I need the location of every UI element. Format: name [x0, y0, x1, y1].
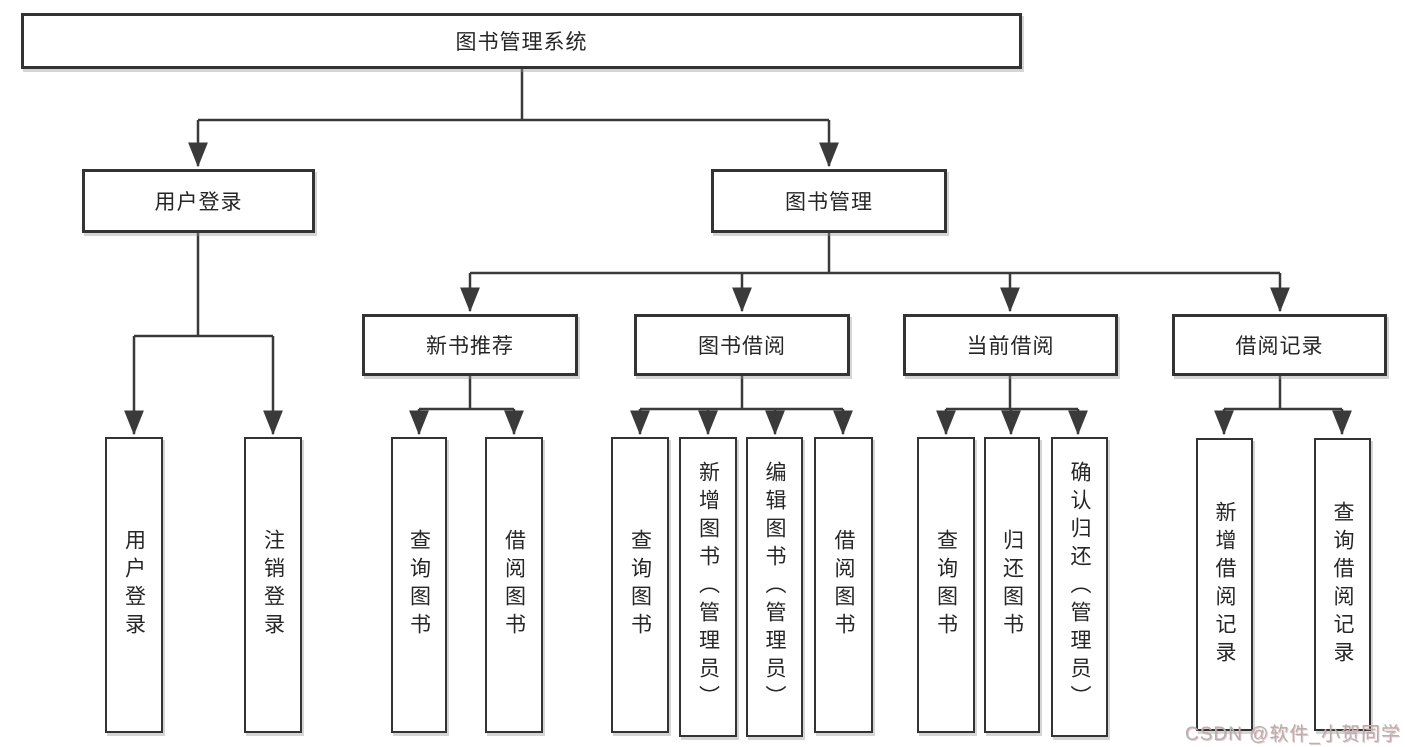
leaf-borrow-edit-book: 编辑图书（管理员）	[746, 437, 803, 737]
node-new-book-recommend: 新书推荐	[362, 314, 578, 376]
leaf-borrow-borrow-book: 借阅图书	[814, 437, 873, 733]
leaf-logout: 注销登录	[244, 437, 302, 733]
bus-user-login	[134, 233, 273, 338]
node-root: 图书管理系统	[21, 13, 1022, 69]
leaf-current-query-book: 查询图书	[917, 437, 975, 733]
leaf-borrow-query-book: 查询图书	[611, 437, 669, 733]
bus-borrow-record	[1224, 376, 1342, 411]
node-book-borrow: 图书借阅	[634, 314, 850, 376]
leaf-current-return-book: 归还图书	[984, 437, 1040, 733]
leaf-current-confirm-return: 确认归还（管理员）	[1051, 437, 1108, 737]
node-borrow-record: 借阅记录	[1172, 314, 1387, 376]
bus-book-borrow	[640, 376, 843, 411]
node-user-login: 用户登录	[82, 169, 315, 233]
node-current-borrow: 当前借阅	[903, 314, 1118, 376]
leaf-newbook-query: 查询图书	[391, 437, 447, 733]
leaf-borrow-add-book: 新增图书（管理员）	[679, 437, 737, 737]
node-book-management: 图书管理	[711, 169, 947, 233]
leaf-user-login: 用户登录	[105, 437, 163, 733]
csdn-watermark: CSDN @软件_小贺同学	[1185, 724, 1401, 745]
bus-current-borrow	[946, 376, 1078, 411]
bus-book-mgmt	[470, 233, 1280, 275]
leaf-newbook-borrow: 借阅图书	[485, 437, 543, 733]
leaf-record-add: 新增借阅记录	[1196, 438, 1253, 731]
bus-new-book	[419, 376, 514, 411]
bus-root	[198, 69, 829, 122]
leaf-record-query: 查询借阅记录	[1314, 438, 1371, 731]
